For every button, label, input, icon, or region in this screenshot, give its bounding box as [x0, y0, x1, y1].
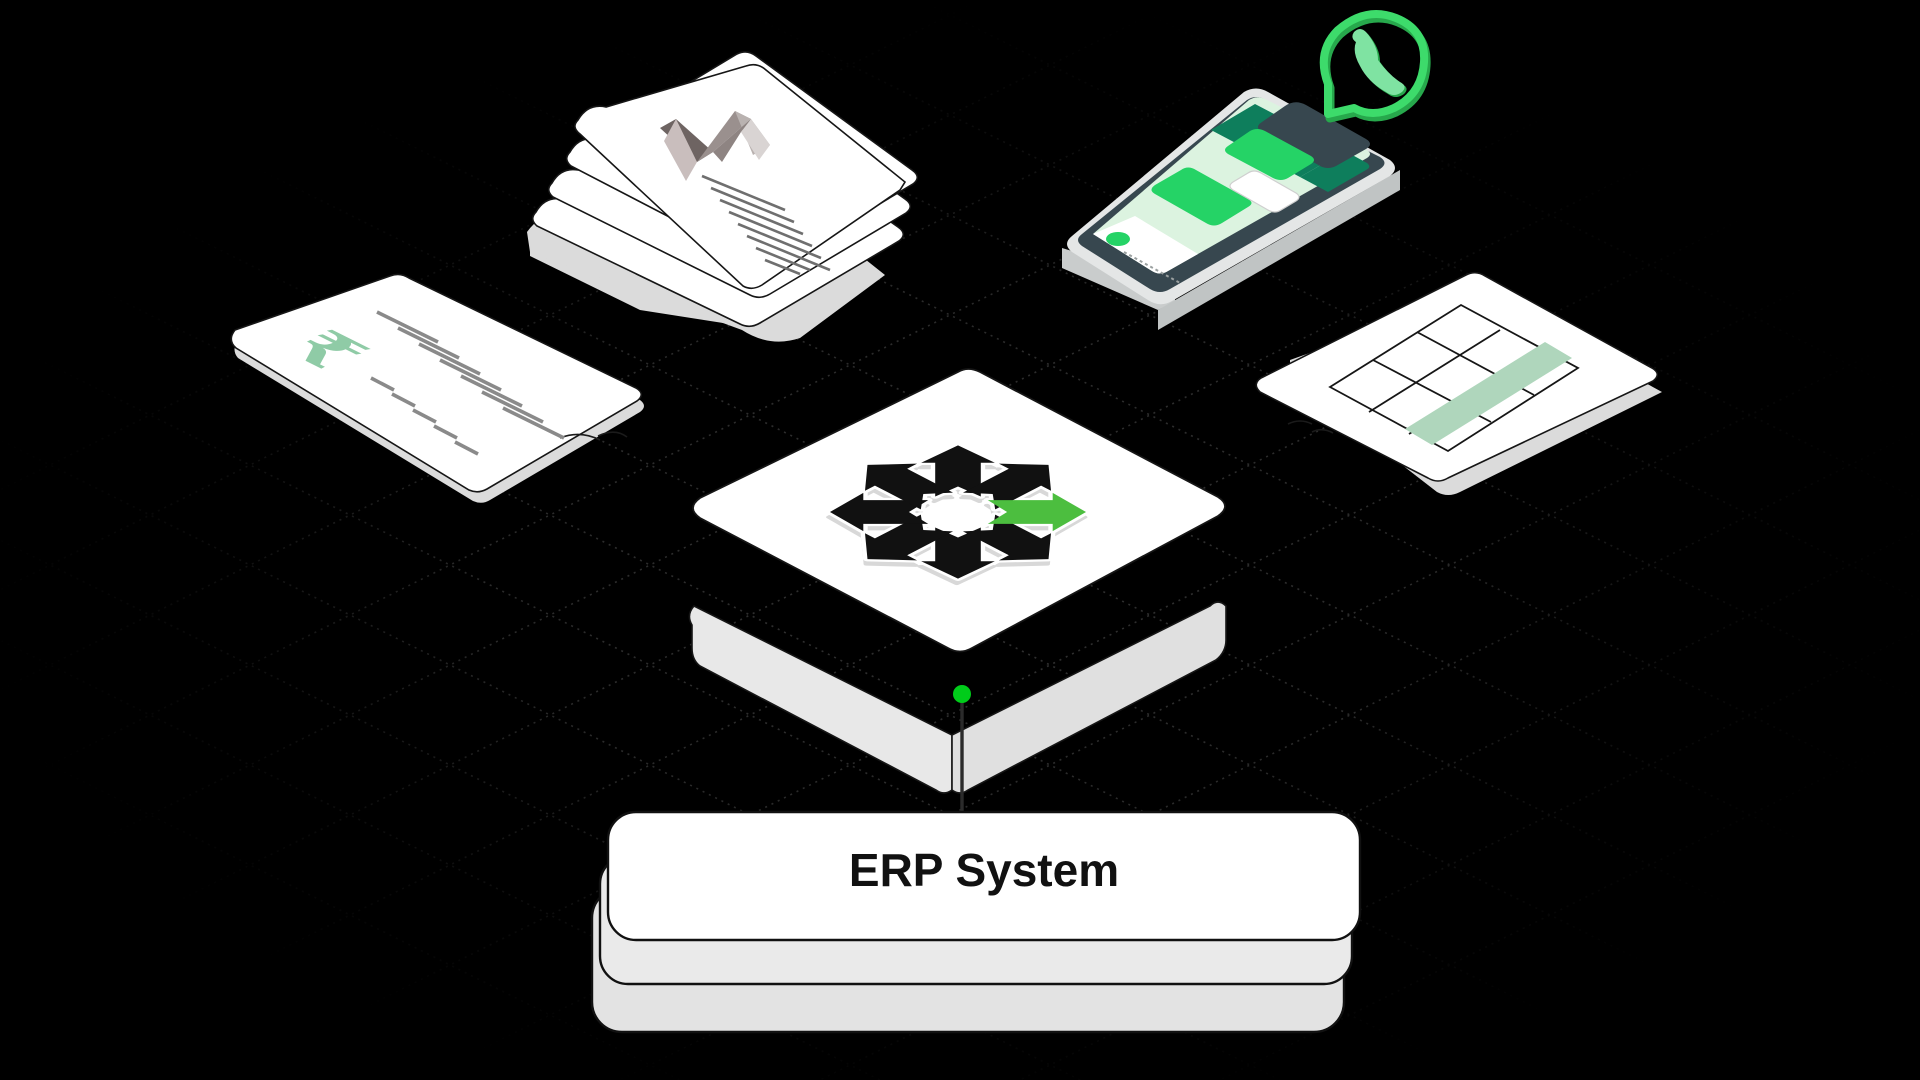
gmail-m-icon — [660, 111, 770, 181]
phone-chat-header-2 — [1300, 151, 1370, 192]
spreadsheet-edge-mark — [1287, 420, 1313, 425]
phone-input-placeholder — [1123, 251, 1181, 284]
chat-bubble-green-lower — [1151, 167, 1252, 226]
gmail-sheet-front — [574, 63, 907, 290]
phone-notch — [1258, 102, 1370, 168]
hub-side-left — [688, 605, 953, 794]
chat-bubble-white — [1229, 170, 1300, 213]
whatsapp-icon — [1319, 10, 1431, 123]
spreadsheet-edge-mark-2 — [1311, 428, 1334, 434]
phone-input-bar[interactable] — [1093, 216, 1198, 274]
source-whatsapp-phone[interactable] — [1062, 10, 1431, 330]
invoice-sheet — [230, 273, 643, 493]
connector-dot — [953, 685, 971, 703]
hub-side-right — [951, 601, 1227, 794]
source-spreadsheet-document[interactable] — [1255, 271, 1662, 495]
erp-card-layer-1 — [606, 810, 1362, 942]
spreadsheet-highlight-bar — [1405, 342, 1572, 445]
chat-bubble-green-upper — [1225, 129, 1314, 180]
phone-body-side-2 — [1158, 170, 1400, 330]
hub-to-erp-connector — [953, 685, 971, 830]
invoice-edge-curve-2 — [597, 431, 628, 438]
integration-hub-platform[interactable] — [688, 368, 1227, 794]
erp-system-card[interactable]: ERP System — [590, 810, 1362, 1034]
source-gmail-document-stack[interactable] — [527, 51, 919, 342]
phone-input-avatar-icon — [1106, 232, 1130, 246]
source-invoice-document[interactable]: ₹ — [230, 273, 644, 503]
erp-system-title: ERP System — [849, 844, 1119, 896]
spreadsheet-sheet — [1255, 271, 1659, 482]
hub-top-face — [692, 368, 1226, 653]
gmail-text-lines — [701, 174, 831, 276]
invoice-text-lines — [370, 310, 565, 456]
